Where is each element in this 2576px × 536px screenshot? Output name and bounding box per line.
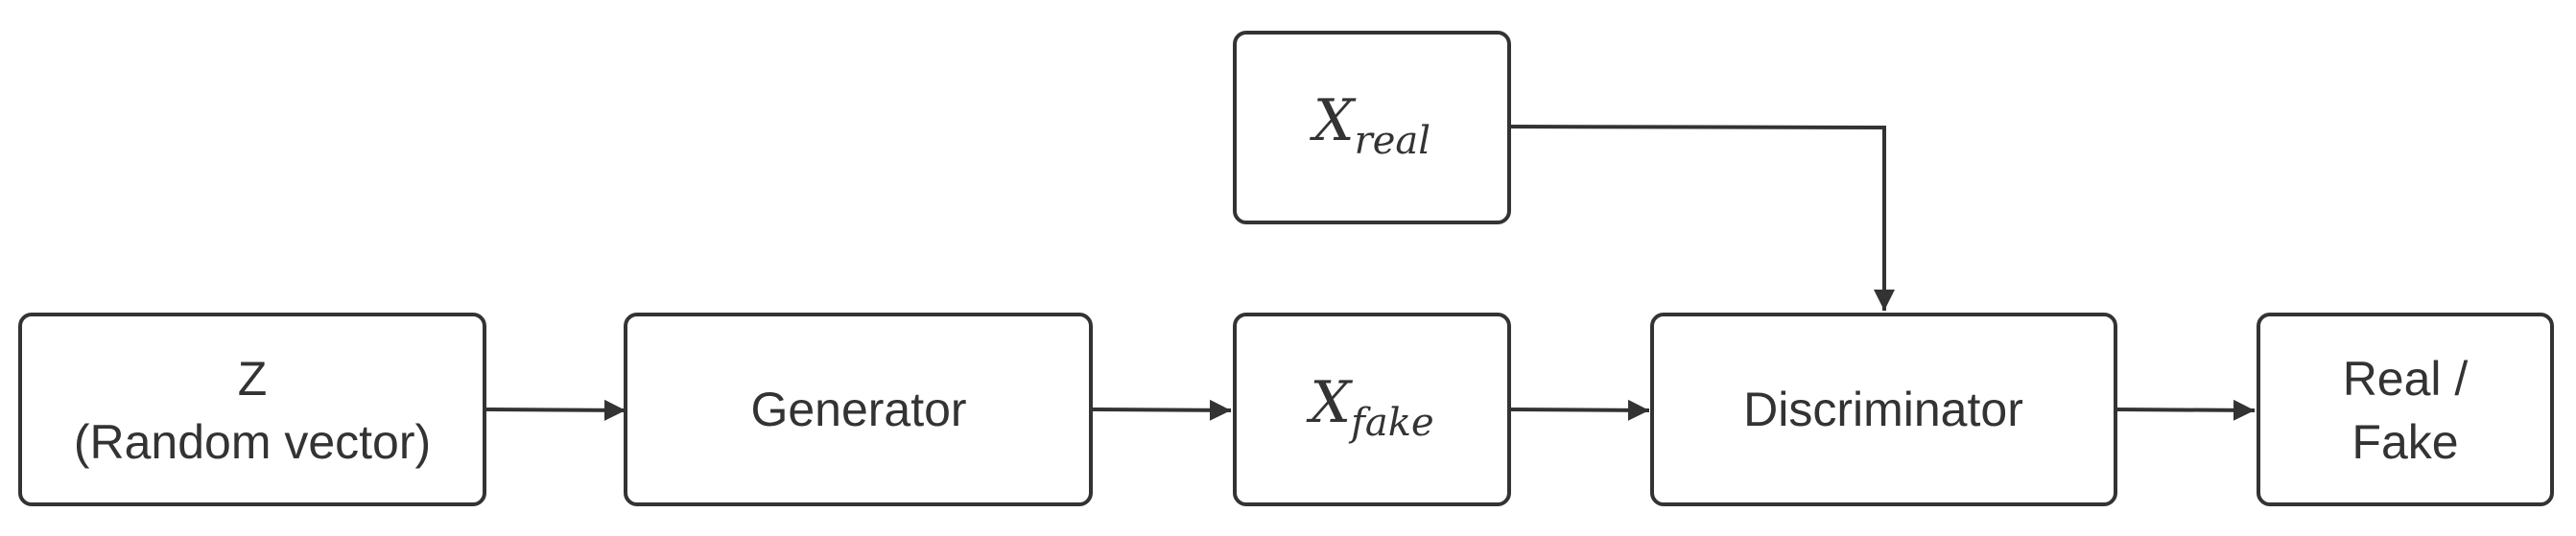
output-line2: Fake: [2351, 415, 2458, 469]
x-real-base: X: [1310, 87, 1357, 154]
node-random-vector: Z (Random vector): [18, 313, 486, 506]
edge-xreal-to-discriminator: [1508, 125, 1895, 311]
x-real-sub: real: [1355, 119, 1430, 163]
edge-generator-to-xfake: [1090, 399, 1232, 421]
random-vector-line2: (Random vector): [74, 415, 431, 469]
node-output: Real / Fake: [2257, 313, 2554, 506]
node-generator: Generator: [624, 313, 1093, 506]
edge-discriminator-to-output: [2115, 399, 2256, 421]
edge-xfake-to-discriminator: [1508, 399, 1650, 421]
discriminator-label: Discriminator: [1743, 383, 2023, 436]
x-fake-base: X: [1306, 369, 1353, 436]
x-fake-sub: fake: [1348, 401, 1434, 445]
edge-z-to-generator: [484, 399, 626, 421]
x-real-label: Xreal: [1310, 87, 1430, 163]
node-x-real: Xreal: [1233, 31, 1511, 224]
x-fake-label: Xfake: [1306, 369, 1433, 445]
node-x-fake: Xfake: [1233, 313, 1511, 506]
random-vector-line1: Z: [238, 352, 268, 406]
generator-label: Generator: [750, 383, 966, 436]
node-discriminator: Discriminator: [1650, 313, 2117, 506]
output-line1: Real /: [2343, 352, 2469, 406]
